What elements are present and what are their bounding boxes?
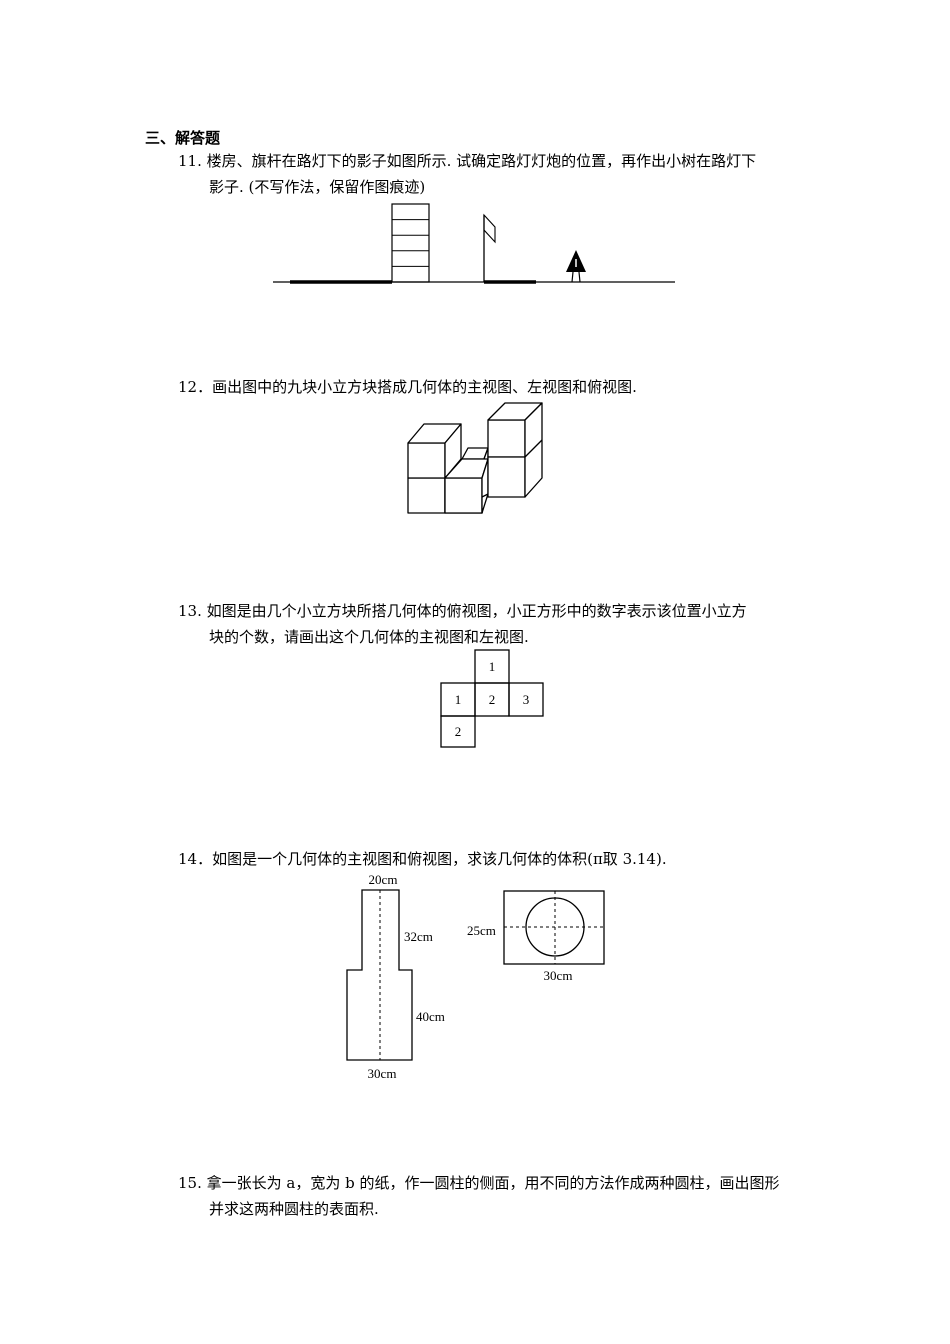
small-tree: [566, 250, 586, 283]
grid-cell-bottom: 2: [455, 724, 462, 739]
top-width-label: 30cm: [544, 968, 573, 983]
question-14-line-1: 14．如图是一个几何体的主视图和俯视图，求该几何体的体积(π取 3.14).: [178, 850, 667, 868]
question-11-line-2: 影子. (不写作法，保留作图痕迹): [209, 178, 426, 196]
question-12-line-1: 12．画出图中的九块小立方块搭成几何体的主视图、左视图和俯视图.: [178, 378, 637, 396]
building: [391, 203, 430, 283]
question-15-line-2: 并求这两种圆柱的表面积.: [209, 1200, 379, 1218]
front-view: [346, 889, 413, 1061]
front-top-width-label: 20cm: [369, 872, 398, 887]
grid-cell-left: 1: [455, 692, 462, 707]
grid-cell-top: 1: [489, 659, 496, 674]
front-upper-height-label: 32cm: [404, 929, 433, 944]
grid-cell-center: 2: [489, 692, 496, 707]
front-lower-height-label: 40cm: [416, 1009, 445, 1024]
top-height-label: 25cm: [467, 923, 496, 938]
question-11-line-1: 11. 楼房、旗杆在路灯下的影子如图所示. 试确定路灯灯炮的位置，再作出小树在路…: [178, 152, 757, 170]
top-view: [503, 890, 605, 965]
section-title: 三、解答题: [145, 129, 221, 147]
question-15-line-1: 15. 拿一张长为 a，宽为 b 的纸，作一圆柱的侧面，用不同的方法作成两种圆柱…: [178, 1174, 780, 1192]
flagpole: [483, 213, 496, 282]
question-13-line-2: 块的个数，请画出这个几何体的主视图和左视图.: [209, 628, 529, 646]
grid-cell-right: 3: [523, 692, 530, 707]
question-13-line-1: 13. 如图是由几个小立方块所搭几何体的俯视图，小正方形中的数字表示该位置小立方: [178, 602, 747, 620]
front-bottom-width-label: 30cm: [368, 1066, 397, 1081]
